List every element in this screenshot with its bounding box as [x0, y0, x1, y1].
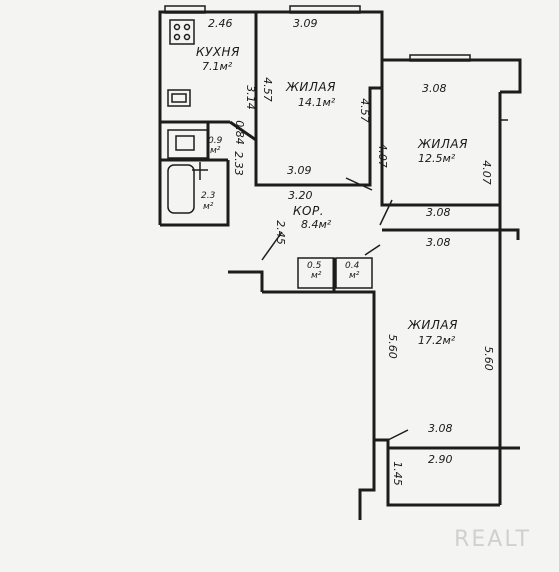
- dim-bath-side: 2.33: [231, 151, 245, 176]
- wc-area-value: 0.9: [208, 136, 223, 146]
- dim-living-3-left: 5.60: [385, 334, 399, 359]
- bath-area-value: 2.3: [201, 191, 216, 201]
- dim-living-3-bottom: 3.08: [428, 422, 453, 435]
- corridor-name: КОР.: [293, 204, 325, 218]
- dim-living-3-top: 3.08: [426, 236, 451, 249]
- living-room-3-name: ЖИЛАЯ: [408, 318, 458, 332]
- living-room-3-area: 17.2м²: [418, 334, 456, 347]
- wc-area-unit: м²: [210, 146, 221, 156]
- living-room-2-name: ЖИЛАЯ: [418, 137, 468, 151]
- living-room-2-area: 12.5м²: [418, 152, 456, 165]
- dim-living-3-right: 5.60: [481, 346, 495, 371]
- wall-stubs: [160, 122, 228, 162]
- closet-1-area-unit: м²: [311, 271, 322, 281]
- closet-2-area-value: 0.4: [345, 261, 360, 271]
- dim-kitchen-top: 2.46: [208, 17, 233, 30]
- dim-living-1-right: 4.57: [357, 98, 371, 123]
- dim-living-2-bottom: 3.08: [426, 206, 451, 219]
- corridor-area: 8.4м²: [301, 218, 332, 231]
- dim-corridor-top: 3.20: [288, 189, 313, 202]
- dim-balcony-width: 2.90: [428, 453, 453, 466]
- closet-2-area-unit: м²: [349, 271, 360, 281]
- kitchen-name: КУХНЯ: [196, 45, 240, 59]
- kitchen-stove: [169, 19, 195, 45]
- living-room-1-name: ЖИЛАЯ: [286, 80, 336, 94]
- watermark-logo: REALT: [454, 527, 531, 552]
- windows: [164, 5, 508, 121]
- dim-kitchen-bottom: 0.84: [232, 120, 246, 145]
- living-room-1-area: 14.1м²: [298, 96, 336, 109]
- dim-living-1-left: 4.57: [260, 77, 274, 102]
- dim-living-1-top: 3.09: [293, 17, 318, 30]
- outer-walls: [158, 10, 522, 520]
- dim-balcony-depth: 1.45: [390, 461, 404, 486]
- dim-living-2-left: 4.07: [375, 143, 389, 168]
- kitchen-sink: [167, 89, 191, 107]
- closet-1-area-value: 0.5: [307, 261, 322, 271]
- kitchen-area: 7.1м²: [202, 60, 233, 73]
- dim-kitchen-side: 3.14: [243, 85, 257, 110]
- dim-corridor-side: 2.45: [273, 220, 287, 245]
- dim-living-2-right: 4.07: [479, 160, 493, 185]
- dim-living-2-top: 3.08: [422, 82, 447, 95]
- bath-area-unit: м²: [203, 202, 214, 212]
- interior-walls: [160, 12, 520, 441]
- dim-living-1-bottom: 3.09: [287, 164, 312, 177]
